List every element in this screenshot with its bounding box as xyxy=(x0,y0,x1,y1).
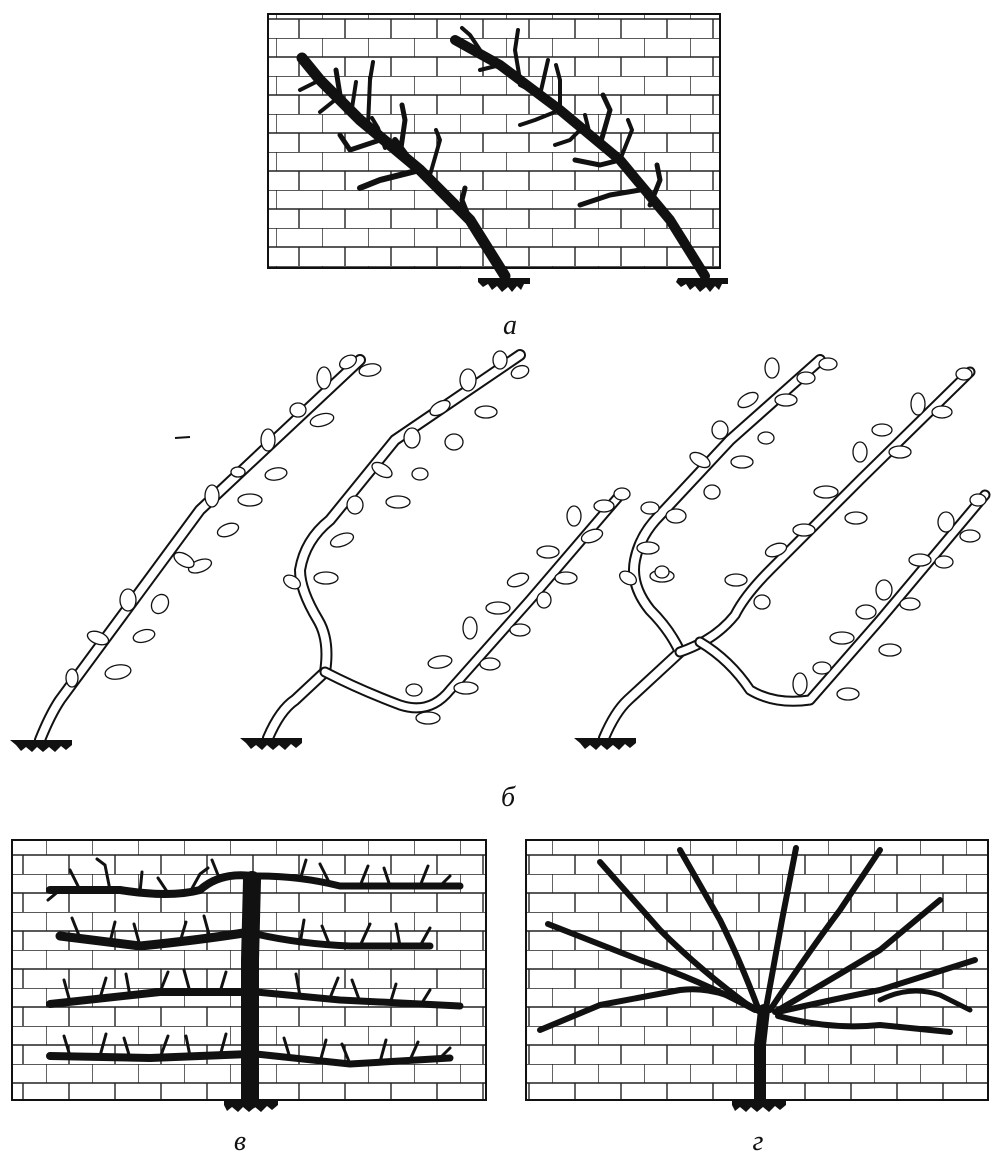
soil-b-1 xyxy=(10,740,72,752)
tree-a-right xyxy=(450,26,728,292)
panel-a: а xyxy=(267,13,728,341)
soil-a-left xyxy=(478,278,530,292)
espalier-tree xyxy=(46,857,464,1112)
cordon-b-1 xyxy=(10,354,382,752)
panel-label-g: г xyxy=(753,1126,764,1157)
panel-label-b: б xyxy=(501,782,516,813)
fan-tree xyxy=(537,845,978,1112)
soil-b-2 xyxy=(240,738,302,750)
soil-a-right xyxy=(676,278,728,292)
leaves-b-2 xyxy=(282,350,631,725)
leaves-b-3 xyxy=(618,357,987,701)
panel-v: в xyxy=(11,839,487,1157)
panel-label-a: а xyxy=(503,310,517,341)
stray-dash xyxy=(174,436,191,439)
soil-b-3 xyxy=(574,738,636,750)
tree-a-left xyxy=(296,52,530,292)
panel-label-v: в xyxy=(234,1126,246,1157)
panel-g: г xyxy=(525,839,989,1157)
panel-b: б xyxy=(10,349,991,813)
cordon-b-2 xyxy=(240,349,631,750)
cordon-b-3 xyxy=(574,354,991,750)
brick-wall-a xyxy=(267,13,721,269)
soil-v xyxy=(224,1100,278,1112)
leaves-b-1 xyxy=(65,354,382,688)
soil-g xyxy=(732,1100,786,1112)
